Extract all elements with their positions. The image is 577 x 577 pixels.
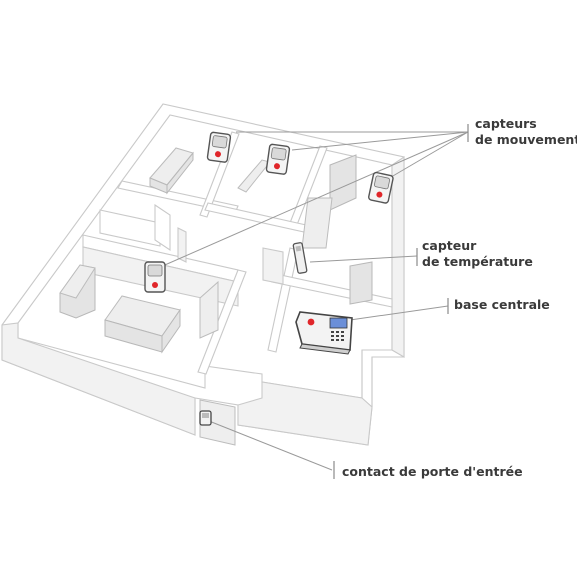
leader-lines bbox=[157, 124, 469, 479]
door-contact-icon bbox=[199, 410, 212, 426]
furniture bbox=[59, 147, 373, 446]
interior-walls bbox=[82, 131, 393, 375]
temperature-sensor-label: capteur de température bbox=[422, 238, 533, 269]
motion-sensor-icon bbox=[144, 261, 166, 293]
motion-sensor-icon bbox=[368, 171, 394, 204]
motion-sensor-icon bbox=[265, 143, 291, 175]
base-station-label: base centrale bbox=[454, 297, 550, 312]
motion-sensor-icon bbox=[206, 131, 232, 163]
base-station-icon bbox=[295, 311, 353, 355]
motion-sensors-label: capteurs de mouvement bbox=[475, 116, 577, 147]
temperature-sensor-icon bbox=[292, 242, 308, 274]
door-contact-label: contact de porte d'entrée bbox=[342, 464, 523, 479]
